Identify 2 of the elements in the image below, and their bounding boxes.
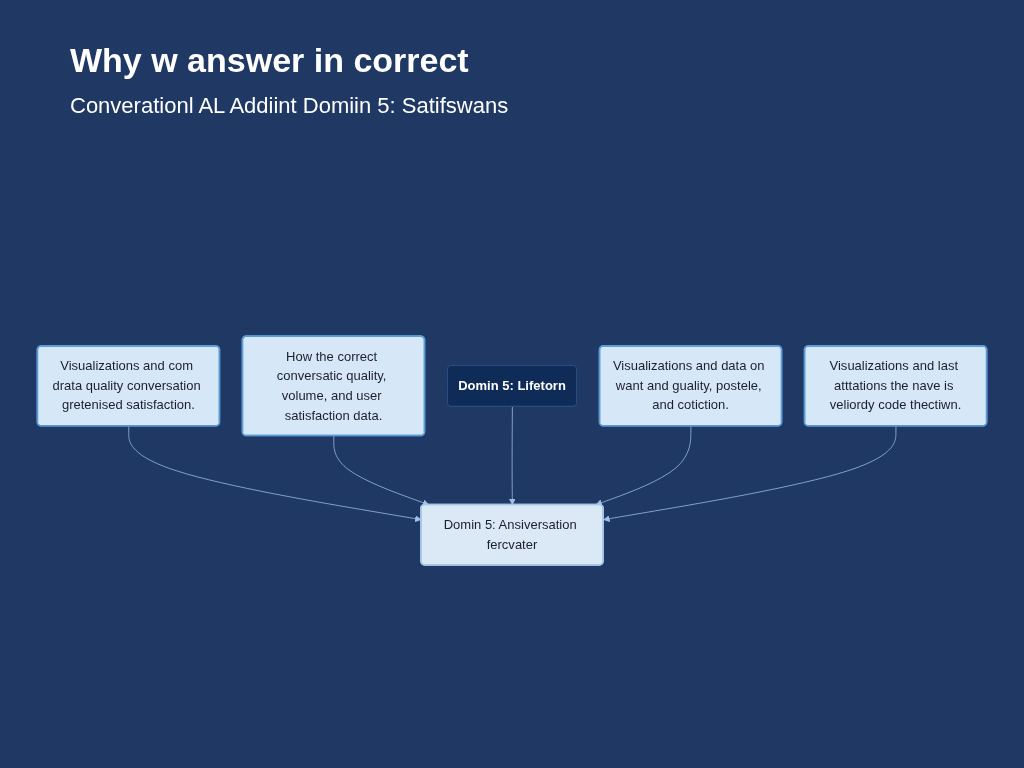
- title: Why w answer in correct: [70, 40, 469, 81]
- subtitle: Converationl AL Addiint Domiin 5: Satifswans: [70, 92, 509, 120]
